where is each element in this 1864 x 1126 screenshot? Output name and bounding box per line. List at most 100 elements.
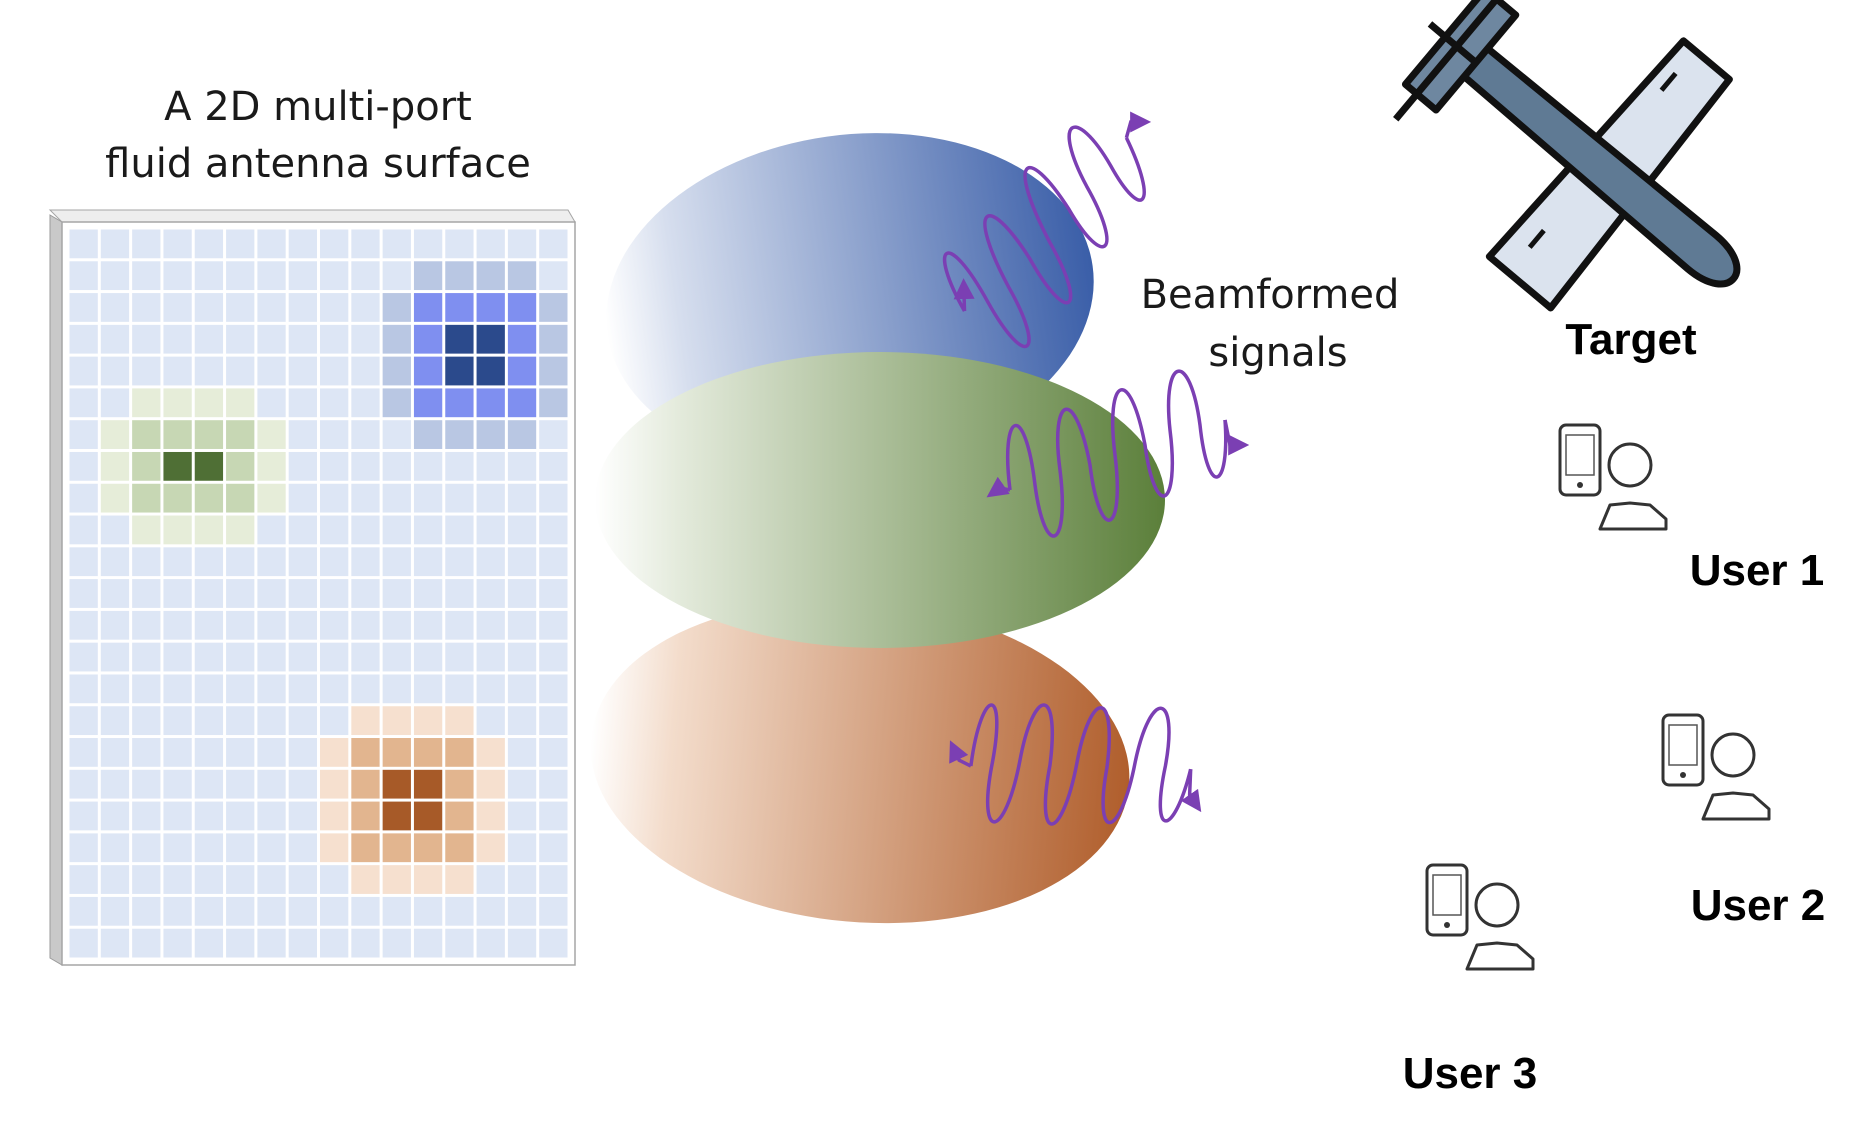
wave-orange bbox=[949, 703, 1202, 826]
antenna-port bbox=[69, 738, 98, 767]
antenna-port bbox=[100, 547, 130, 577]
antenna-port bbox=[163, 738, 192, 767]
antenna-port bbox=[288, 451, 317, 481]
antenna-port bbox=[257, 674, 286, 704]
antenna-port bbox=[163, 356, 192, 386]
antenna-port bbox=[351, 547, 380, 577]
antenna-port bbox=[100, 420, 130, 449]
drone-icon bbox=[1393, 0, 1741, 312]
antenna-port bbox=[320, 928, 349, 958]
antenna-port bbox=[507, 801, 537, 831]
antenna-port bbox=[382, 229, 411, 259]
antenna-port bbox=[507, 261, 537, 291]
antenna-port bbox=[257, 928, 286, 958]
antenna-port bbox=[69, 388, 98, 418]
antenna-port bbox=[288, 579, 317, 608]
antenna-port bbox=[288, 356, 317, 386]
antenna-port bbox=[163, 483, 192, 513]
antenna-port bbox=[100, 896, 130, 926]
antenna-port bbox=[320, 483, 349, 513]
antenna-port bbox=[69, 865, 98, 894]
antenna-port bbox=[351, 356, 380, 386]
antenna-port bbox=[132, 579, 161, 608]
antenna-port bbox=[445, 293, 474, 322]
antenna-port bbox=[507, 738, 537, 767]
antenna-port bbox=[445, 865, 474, 894]
antenna-port bbox=[132, 928, 161, 958]
antenna-port bbox=[257, 483, 286, 513]
antenna-port bbox=[194, 769, 224, 799]
antenna-port bbox=[100, 706, 130, 736]
antenna-port bbox=[132, 896, 161, 926]
antenna-port bbox=[288, 483, 317, 513]
antenna-port bbox=[476, 674, 505, 704]
antenna-port bbox=[194, 515, 224, 545]
antenna-port bbox=[539, 769, 568, 799]
antenna-port bbox=[351, 451, 380, 481]
antenna-port bbox=[351, 674, 380, 704]
antenna-port bbox=[382, 356, 411, 386]
antenna-port bbox=[320, 896, 349, 926]
antenna-port bbox=[194, 483, 224, 513]
antenna-port bbox=[413, 515, 443, 545]
antenna-port bbox=[539, 483, 568, 513]
antenna-port bbox=[226, 515, 255, 545]
antenna-port bbox=[226, 547, 255, 577]
antenna-port bbox=[226, 769, 255, 799]
antenna-port bbox=[69, 706, 98, 736]
antenna-port bbox=[320, 547, 349, 577]
antenna-port bbox=[194, 451, 224, 481]
antenna-port bbox=[320, 738, 349, 767]
antenna-port bbox=[539, 642, 568, 672]
antenna-port bbox=[132, 706, 161, 736]
antenna-port bbox=[476, 261, 505, 291]
antenna-port bbox=[194, 261, 224, 291]
antenna-port bbox=[351, 324, 380, 354]
antenna-port bbox=[539, 261, 568, 291]
antenna-port bbox=[476, 515, 505, 545]
antenna-port bbox=[413, 896, 443, 926]
antenna-port bbox=[257, 833, 286, 863]
antenna-port bbox=[69, 610, 98, 640]
antenna-port bbox=[100, 865, 130, 894]
antenna-port bbox=[539, 451, 568, 481]
antenna-port bbox=[257, 769, 286, 799]
antenna-port bbox=[476, 229, 505, 259]
antenna-port bbox=[413, 579, 443, 608]
antenna-port bbox=[320, 801, 349, 831]
antenna-port bbox=[445, 896, 474, 926]
antenna-port bbox=[476, 547, 505, 577]
antenna-port bbox=[320, 515, 349, 545]
antenna-port bbox=[132, 451, 161, 481]
antenna-port bbox=[320, 293, 349, 322]
antenna-port bbox=[539, 865, 568, 894]
antenna-port bbox=[194, 293, 224, 322]
antenna-port bbox=[100, 515, 130, 545]
antenna-port bbox=[69, 229, 98, 259]
beam-green bbox=[595, 352, 1165, 648]
antenna-port bbox=[132, 547, 161, 577]
antenna-port bbox=[413, 928, 443, 958]
antenna-port bbox=[413, 293, 443, 322]
antenna-port bbox=[132, 420, 161, 449]
antenna-port bbox=[132, 261, 161, 291]
antenna-port bbox=[100, 738, 130, 767]
antenna-port bbox=[257, 896, 286, 926]
antenna-port bbox=[539, 928, 568, 958]
antenna-port bbox=[539, 674, 568, 704]
antenna-port bbox=[100, 801, 130, 831]
antenna-port bbox=[382, 706, 411, 736]
antenna-port bbox=[69, 293, 98, 322]
antenna-port bbox=[132, 674, 161, 704]
antenna-port bbox=[100, 610, 130, 640]
antenna-port bbox=[382, 579, 411, 608]
antenna-port bbox=[445, 388, 474, 418]
antenna-port bbox=[132, 293, 161, 322]
antenna-port bbox=[100, 356, 130, 386]
antenna-port bbox=[320, 769, 349, 799]
antenna-port bbox=[69, 324, 98, 354]
antenna-port bbox=[382, 261, 411, 291]
antenna-port bbox=[132, 642, 161, 672]
antenna-port bbox=[476, 896, 505, 926]
antenna-port bbox=[507, 642, 537, 672]
